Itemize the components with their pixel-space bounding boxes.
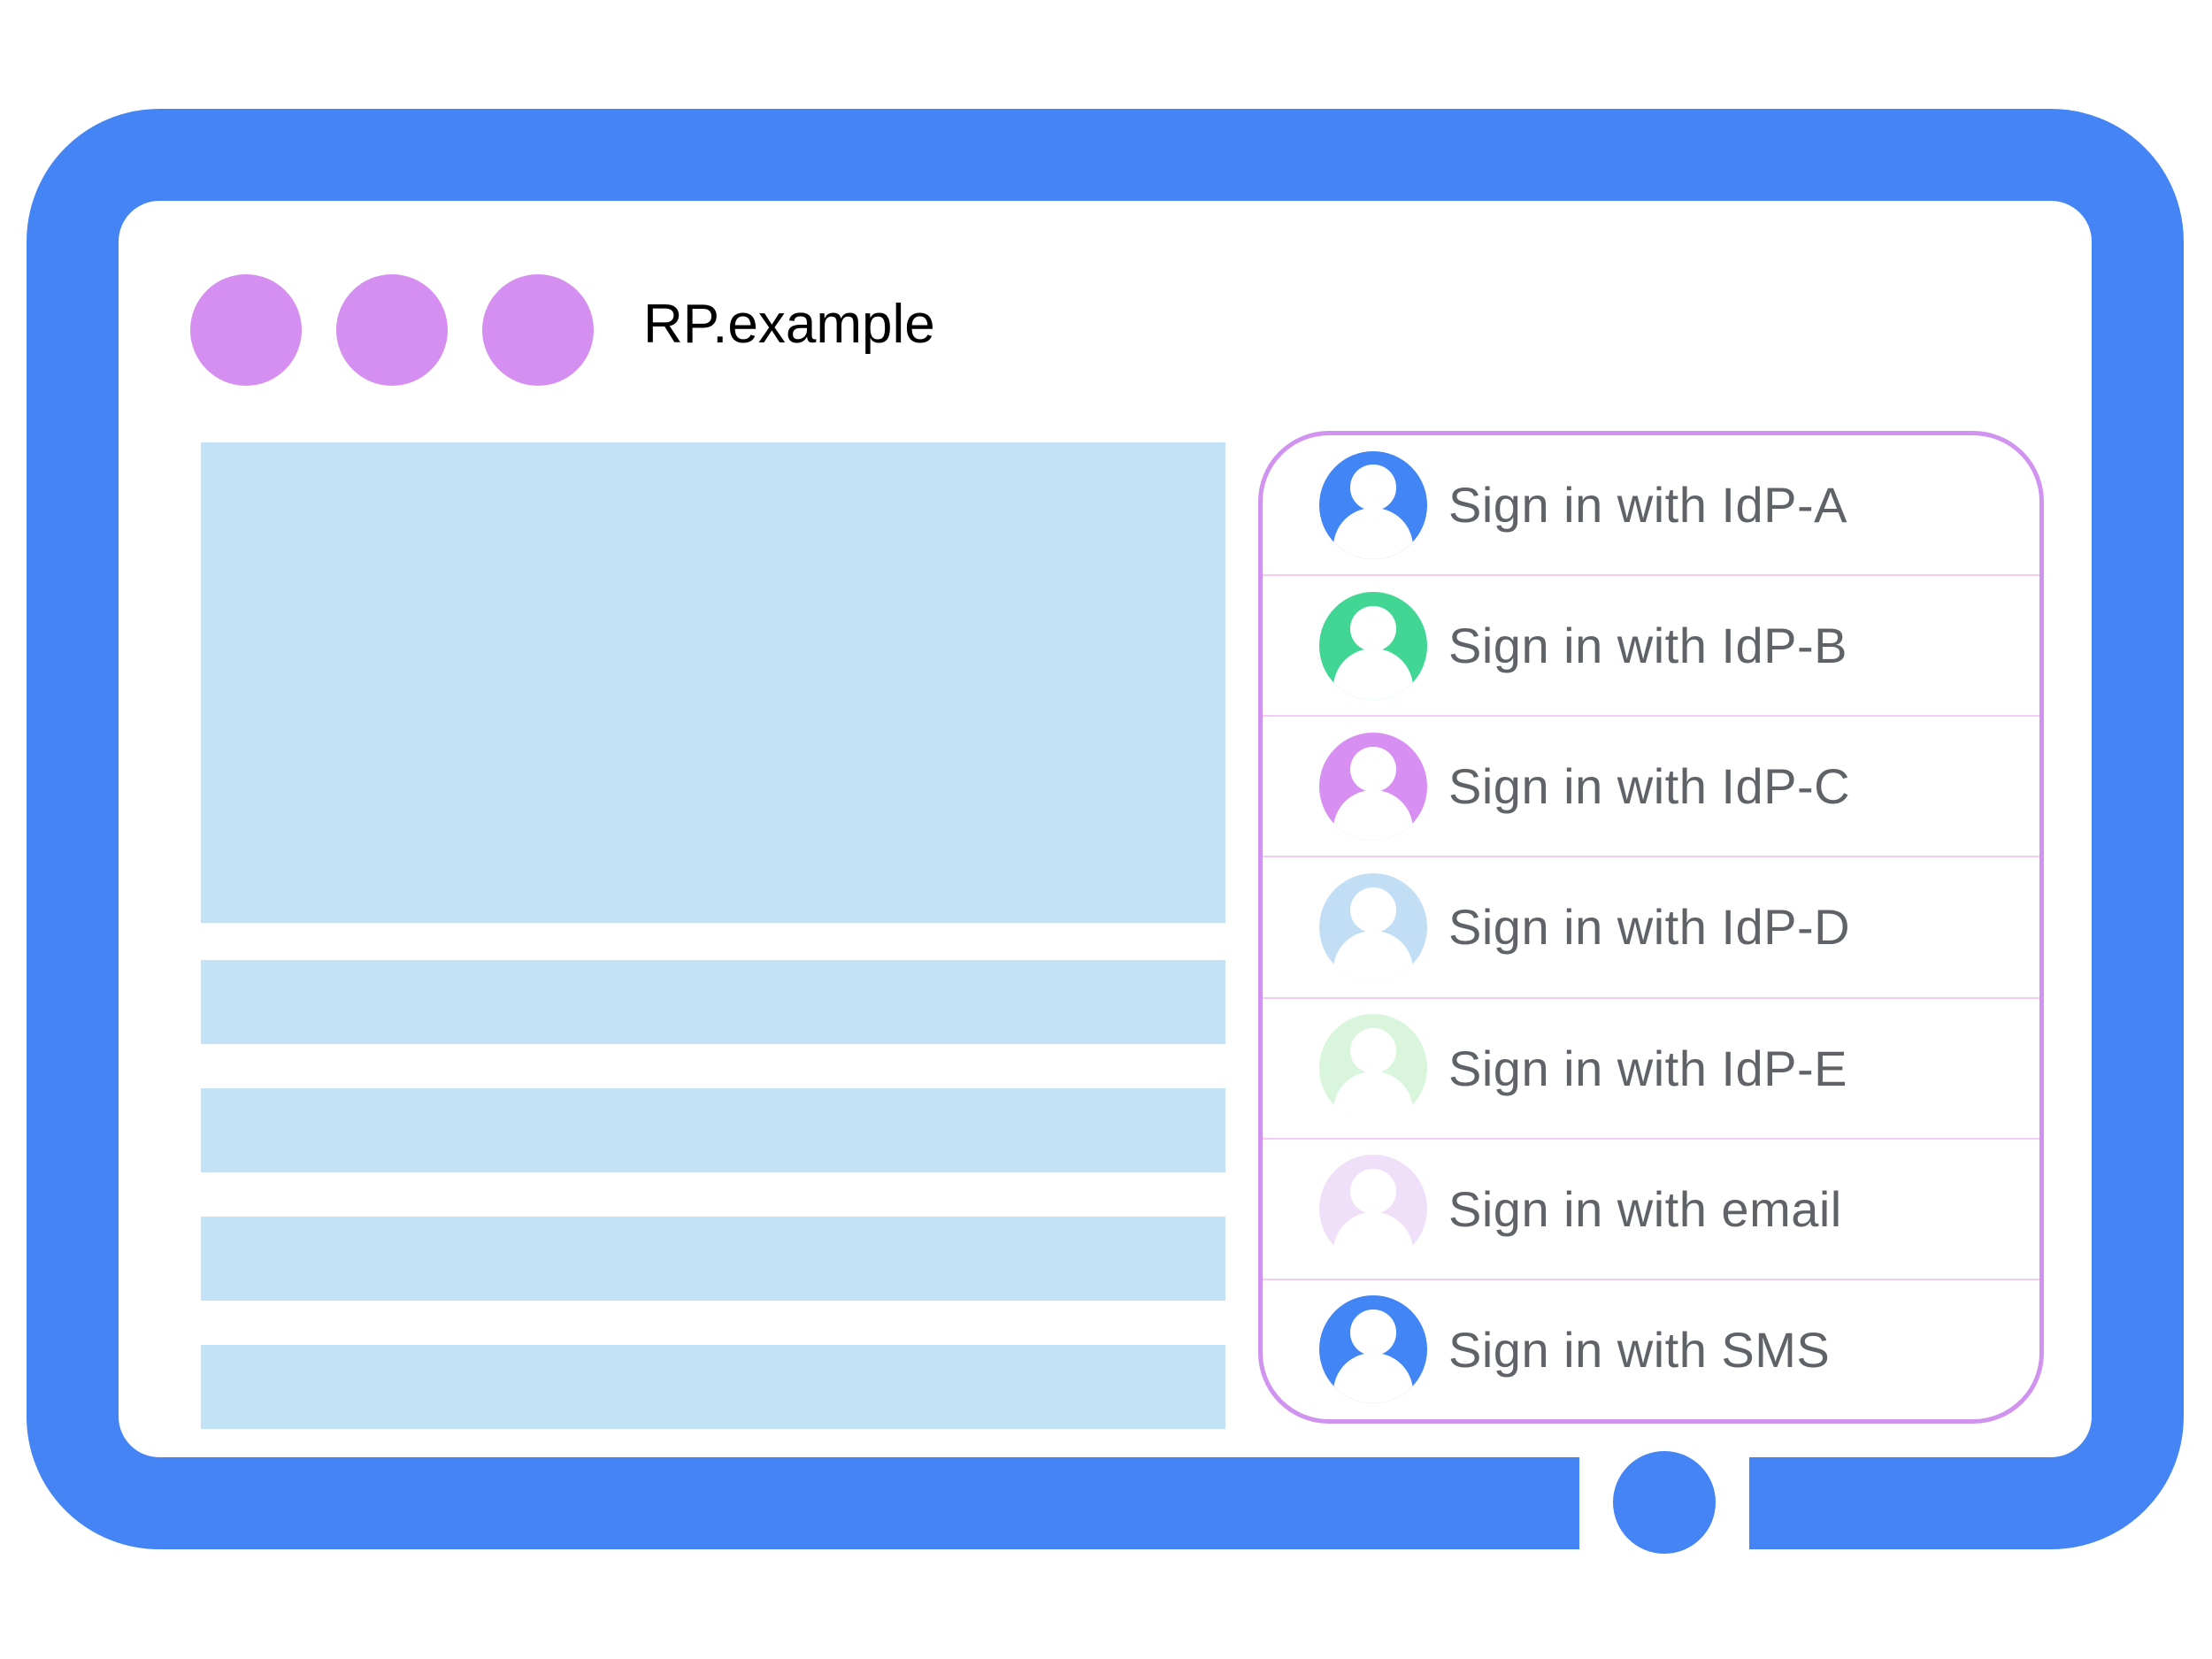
signin-option-sms[interactable]: Sign in with SMS: [1263, 1278, 2039, 1419]
page-title: RP.example: [643, 294, 935, 355]
content-placeholder-hero: [201, 442, 1225, 923]
signin-option-label: Sign in with IdP-E: [1448, 1040, 1847, 1096]
user-avatar-icon: [1319, 1295, 1427, 1404]
window-control-dot-icon[interactable]: [482, 274, 594, 386]
signin-option-label: Sign in with IdP-D: [1448, 899, 1851, 956]
content-placeholder-bar: [201, 1345, 1225, 1429]
signin-option-label: Sign in with email: [1448, 1180, 1842, 1237]
signin-option-idp-d[interactable]: Sign in with IdP-D: [1263, 856, 2039, 996]
content-placeholder-bar: [201, 1217, 1225, 1301]
user-avatar-icon: [1319, 1155, 1427, 1263]
user-avatar-icon: [1319, 591, 1427, 700]
content-placeholder-bar: [201, 960, 1225, 1044]
signin-option-label: Sign in with SMS: [1448, 1321, 1831, 1378]
signin-option-idp-b[interactable]: Sign in with IdP-B: [1263, 574, 2039, 715]
frame-bottom-right-segment-end: [1749, 1457, 1820, 1549]
signin-option-idp-a[interactable]: Sign in with IdP-A: [1263, 435, 2039, 574]
user-avatar-icon: [1319, 450, 1427, 559]
signin-panel: Sign in with IdP-A Sign in with IdP-B Sign…: [1258, 431, 2044, 1424]
user-avatar-icon: [1319, 732, 1427, 841]
signin-option-label: Sign in with IdP-A: [1448, 477, 1847, 534]
window-control-dot-icon[interactable]: [336, 274, 448, 386]
signin-option-email[interactable]: Sign in with email: [1263, 1137, 2039, 1279]
window-control-dot-icon[interactable]: [190, 274, 302, 386]
browser-frame: [27, 109, 2184, 1549]
signin-option-idp-e[interactable]: Sign in with IdP-E: [1263, 996, 2039, 1138]
home-button[interactable]: [1613, 1451, 1716, 1554]
content-placeholder-bar: [201, 1088, 1225, 1172]
frame-bottom-left-segment-end: [1509, 1457, 1579, 1549]
user-avatar-icon: [1319, 872, 1427, 981]
user-avatar-icon: [1319, 1014, 1427, 1123]
signin-option-label: Sign in with IdP-C: [1448, 758, 1851, 815]
signin-option-label: Sign in with IdP-B: [1448, 618, 1847, 674]
signin-option-idp-c[interactable]: Sign in with IdP-C: [1263, 715, 2039, 856]
